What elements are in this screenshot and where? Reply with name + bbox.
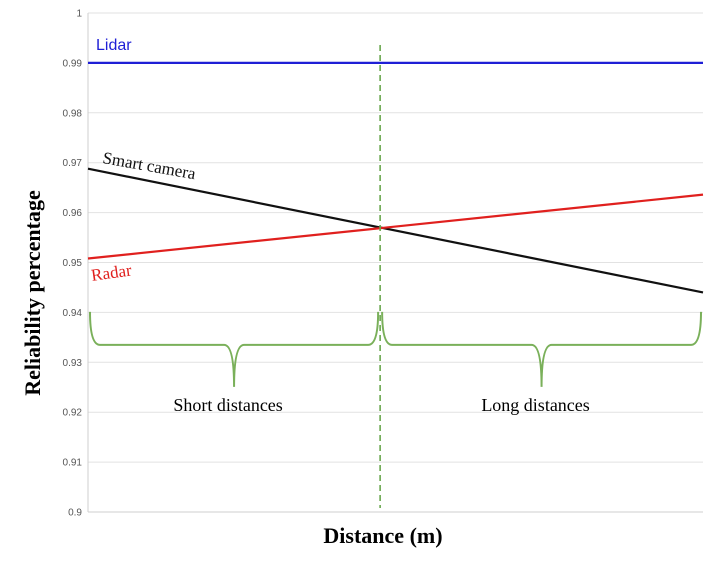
brace-short <box>89 311 380 387</box>
series-label-radar: Radar <box>90 260 133 285</box>
y-tick-label: 0.97 <box>63 158 83 169</box>
y-tick-label: 0.94 <box>63 308 83 319</box>
grid <box>87 12 703 513</box>
series-label-lidar: Lidar <box>96 37 132 54</box>
y-tick-label: 1 <box>76 9 82 20</box>
brace-long <box>381 311 702 387</box>
region-label-long: Long distances <box>481 395 589 415</box>
y-axis-label: Reliability percentage <box>20 190 45 396</box>
y-tick-label: 0.93 <box>63 358 83 369</box>
series-lines <box>87 61 704 294</box>
y-tick-label: 0.98 <box>63 108 83 119</box>
annotations: Short distances Long distances <box>89 45 702 508</box>
y-tick-label: 0.96 <box>63 208 83 219</box>
y-tick-labels: 0.9 0.91 0.92 0.93 0.94 0.95 0.96 0.97 0.98 0.99 1 <box>63 9 83 519</box>
y-tick-label: 0.9 <box>68 508 82 519</box>
y-tick-label: 0.95 <box>63 258 83 269</box>
x-axis-label: Distance (m) <box>323 523 442 548</box>
series-line-radar <box>87 193 704 260</box>
y-tick-label: 0.99 <box>63 58 83 69</box>
y-tick-label: 0.92 <box>63 408 83 419</box>
region-label-short: Short distances <box>173 395 283 415</box>
series-line-smart-camera <box>87 167 704 294</box>
y-tick-label: 0.91 <box>63 458 83 469</box>
series-label-smart-camera: Smart camera <box>101 148 197 183</box>
